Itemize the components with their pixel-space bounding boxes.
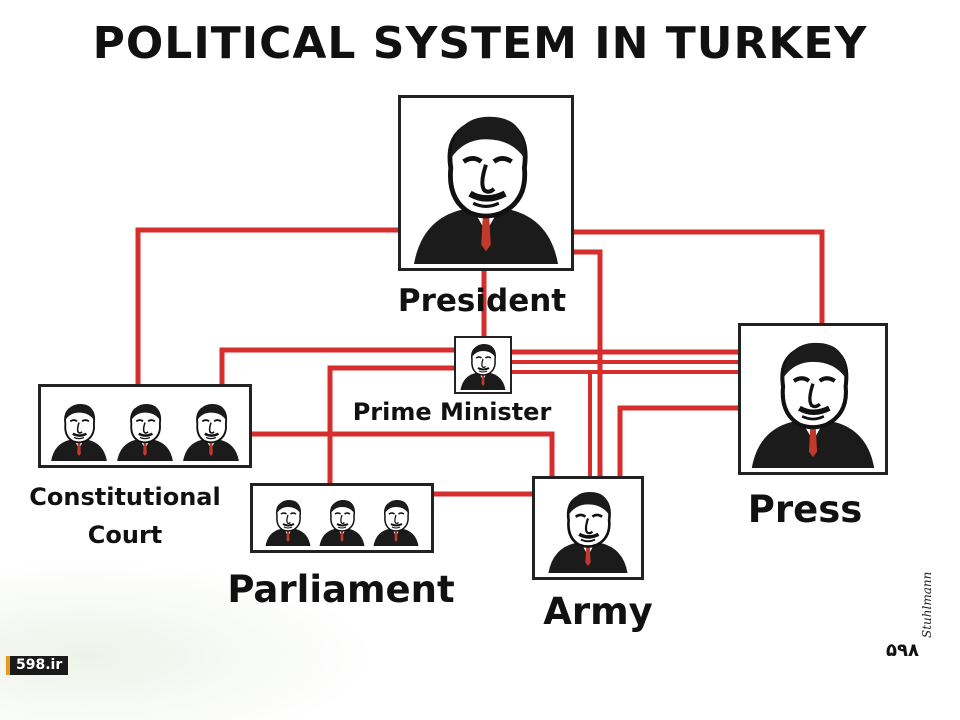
connector-president-army xyxy=(574,249,603,476)
connector-lines xyxy=(135,227,825,497)
press-portrait xyxy=(738,323,888,475)
caricature-face-icon xyxy=(51,403,107,461)
press-label: Press xyxy=(747,488,863,531)
connector-president-constitutional-court xyxy=(135,227,398,384)
connector-president-press xyxy=(574,229,825,323)
caricature-face-icon xyxy=(751,342,875,468)
caricature-face-icon xyxy=(117,403,173,461)
constitutional-court-label-line2: Court xyxy=(87,521,163,549)
caricature-face-icon xyxy=(414,116,558,264)
president-portrait xyxy=(398,95,574,271)
caricature-face-icon xyxy=(460,344,506,390)
constitutional-court-portrait xyxy=(38,384,252,468)
site-badge: 598.ir xyxy=(6,656,69,675)
caricature-face-icon xyxy=(265,500,311,546)
prime-minister-portrait xyxy=(454,336,512,394)
prime-minister-label: Prime Minister xyxy=(352,398,552,426)
president-label: President xyxy=(397,283,567,319)
connector-army-press xyxy=(617,405,738,476)
parliament-label: Parliament xyxy=(227,568,455,611)
army-portrait xyxy=(532,476,644,580)
caricature-face-icon xyxy=(319,500,365,546)
caricature-face-icon xyxy=(183,403,239,461)
artist-signature: Stuhlmann xyxy=(920,571,934,638)
connector-constitutional-court-army xyxy=(252,431,555,476)
connector-prime-minister-constitutional-court xyxy=(219,347,454,384)
caricature-face-icon xyxy=(373,500,419,546)
caricature-face-icon xyxy=(548,492,628,573)
army-label: Army xyxy=(543,590,653,633)
site-watermark-logo: ۵۹۸ xyxy=(886,640,919,661)
constitutional-court-label: Constitutional Court xyxy=(6,478,244,554)
parliament-portrait xyxy=(250,483,434,553)
diagram-title: POLITICAL SYSTEM IN TURKEY xyxy=(92,18,868,69)
connector-prime-minister-parliament xyxy=(327,365,454,483)
constitutional-court-label-line1: Constitutional xyxy=(29,483,221,511)
